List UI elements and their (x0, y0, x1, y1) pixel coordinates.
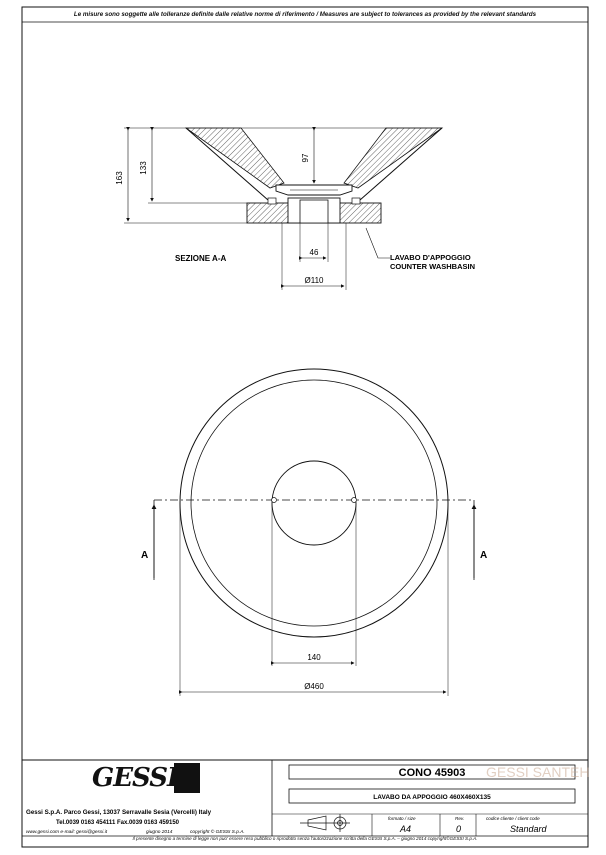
product-code: CONO 45903 (399, 767, 466, 779)
rev-value: 0 (456, 824, 461, 834)
section-view: 163 133 97 46 Ø110 LAVABO D'APPOGGIO COU… (115, 127, 475, 290)
outer-rim (179, 368, 449, 638)
format-value: A4 (399, 824, 411, 834)
rev-label: Rev. (455, 816, 464, 821)
arrow-label-left: A (141, 550, 148, 561)
legal-footer: Il presente disegno a termine di legge n… (132, 836, 478, 841)
client-code-label: codice cliente / client code (486, 816, 540, 821)
callout-line-2: COUNTER WASHBASIN (390, 262, 475, 271)
dim-460: Ø460 (304, 682, 324, 691)
header-notice: Le misure sono soggette alle tolleranze … (73, 11, 537, 18)
dim-133: 133 (139, 161, 148, 175)
description-box (288, 788, 576, 804)
title-block (22, 759, 588, 837)
dim-140: 140 (307, 653, 321, 662)
watermark: GESSI SANTEH (486, 764, 589, 780)
bowl-wall-right (343, 127, 444, 189)
company-phone: Tel.0039 0163 454111 Fax.0039 0163 45915… (56, 820, 180, 826)
section-label: SEZIONE A-A (175, 254, 226, 263)
copyright: copyright © GESSI S.p.A. (190, 828, 245, 835)
dim-97: 97 (301, 153, 310, 162)
dim-46: 46 (310, 248, 319, 257)
product-code-box (288, 764, 576, 780)
arrow-label-right: A (480, 550, 487, 561)
gessi-logo: GESSI (92, 763, 202, 793)
format-label: formato / size (388, 816, 416, 821)
dim-163: 163 (115, 171, 124, 185)
client-code-value: Standard (510, 824, 548, 834)
dim-110: Ø110 (305, 276, 325, 285)
logo-square-icon (174, 763, 200, 793)
sheet-border (21, 6, 589, 848)
plan-view: A A 140 Ø460 (141, 368, 487, 696)
bowl-wall-left (184, 127, 285, 189)
company-address: Gessi S.p.A. Parco Gessi, 13037 Serraval… (26, 809, 212, 816)
company-web: www.gessi.com e-mail: gessi@gessi.it (26, 829, 108, 835)
projection-symbol-icon (300, 814, 350, 832)
drawing-date: giugno 2014 (146, 829, 173, 835)
inner-rim (190, 379, 438, 627)
drain-circle (271, 460, 357, 546)
product-description: LAVABO DA APPOGGIO 460X460X135 (373, 794, 491, 801)
callout-line-1: LAVABO D'APPOGGIO (390, 253, 471, 262)
logo-text: GESSI (92, 763, 179, 793)
